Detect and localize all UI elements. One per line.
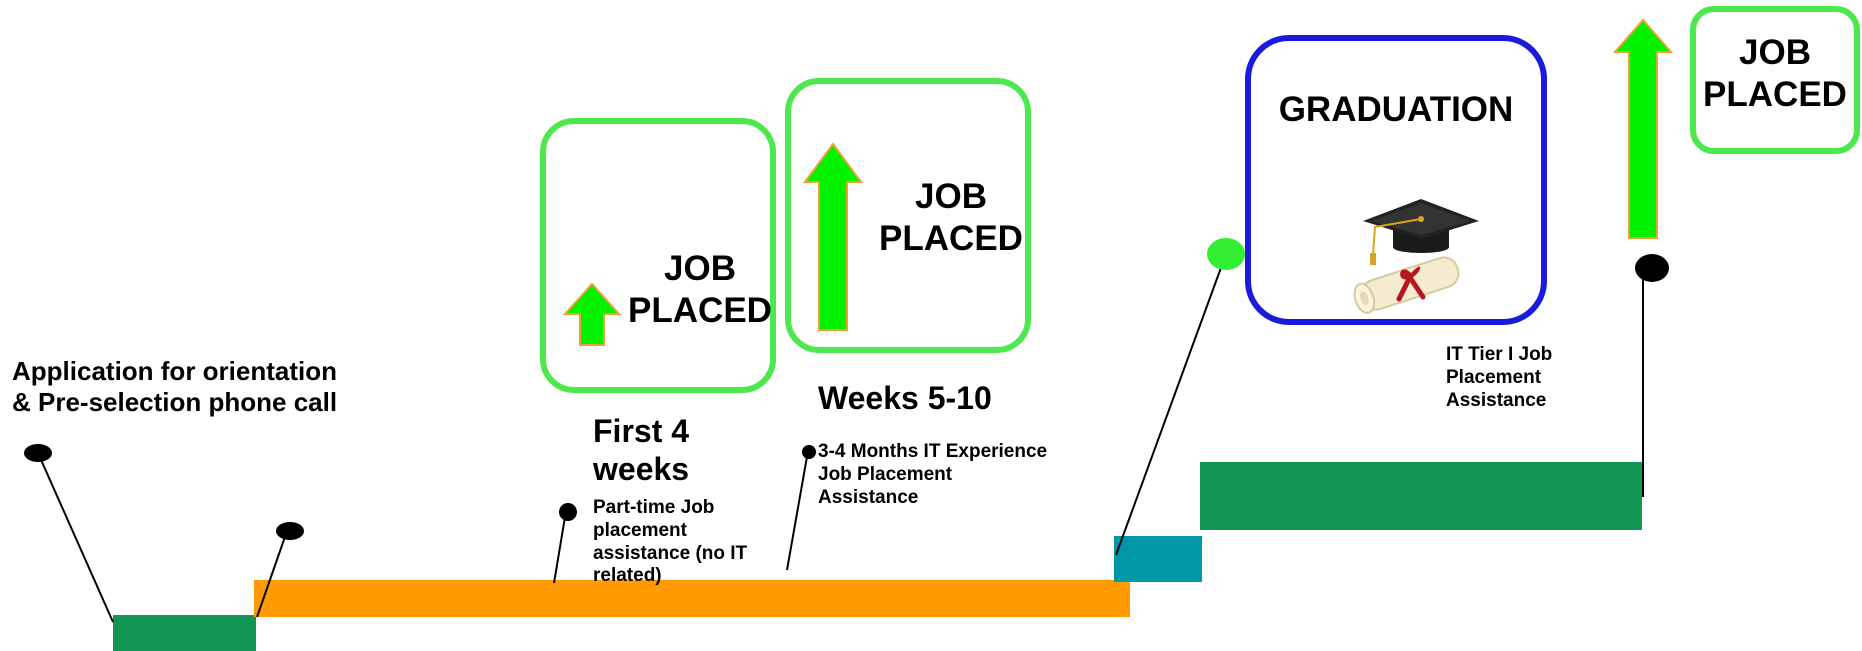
graduation-cap-diploma-icon xyxy=(1353,199,1479,314)
timeline-marker xyxy=(1635,254,1669,282)
weeks-5-10-title: Weeks 5-10 xyxy=(818,380,992,416)
timeline-marker xyxy=(802,445,816,459)
connector-line xyxy=(256,530,288,618)
first-weeks-title: First 4 weeks xyxy=(593,413,690,487)
job-placed-box: JOB PLACED xyxy=(540,118,776,393)
first-weeks-detail: Part-time Job placement assistance (no I… xyxy=(593,497,748,587)
orientation-bar xyxy=(113,615,256,651)
up-arrow-icon xyxy=(563,282,621,346)
tier1-bar xyxy=(1200,462,1642,530)
job-placed-label: JOB PLACED xyxy=(628,249,772,330)
job-placed-label: JOB PLACED xyxy=(879,177,1023,258)
connector-line xyxy=(553,510,567,584)
timeline-marker xyxy=(276,522,304,540)
tier1-detail: IT Tier I Job Placement Assistance xyxy=(1446,344,1553,411)
connector-line xyxy=(786,450,809,571)
part-time-bar xyxy=(254,580,1130,617)
up-arrow-icon xyxy=(1612,18,1674,239)
timeline-marker xyxy=(24,444,52,462)
timeline-marker xyxy=(559,503,577,521)
graduation-step-bar xyxy=(1114,536,1202,582)
graduation-label: GRADUATION xyxy=(1278,90,1514,129)
connector-line xyxy=(1115,253,1227,556)
up-arrow-icon xyxy=(803,142,863,331)
graduation-marker xyxy=(1207,238,1245,270)
graduation-box: GRADUATION xyxy=(1245,35,1547,325)
job-placed-label: JOB PLACED xyxy=(1703,33,1847,114)
connector-line xyxy=(37,452,114,623)
weeks-5-10-detail: 3-4 Months IT Experience Job Placement A… xyxy=(818,441,1048,508)
job-placed-box: JOB PLACED xyxy=(785,78,1031,353)
job-placed-box: JOB PLACED xyxy=(1690,6,1860,154)
application-stage-label: Application for orientation & Pre-select… xyxy=(12,356,338,418)
